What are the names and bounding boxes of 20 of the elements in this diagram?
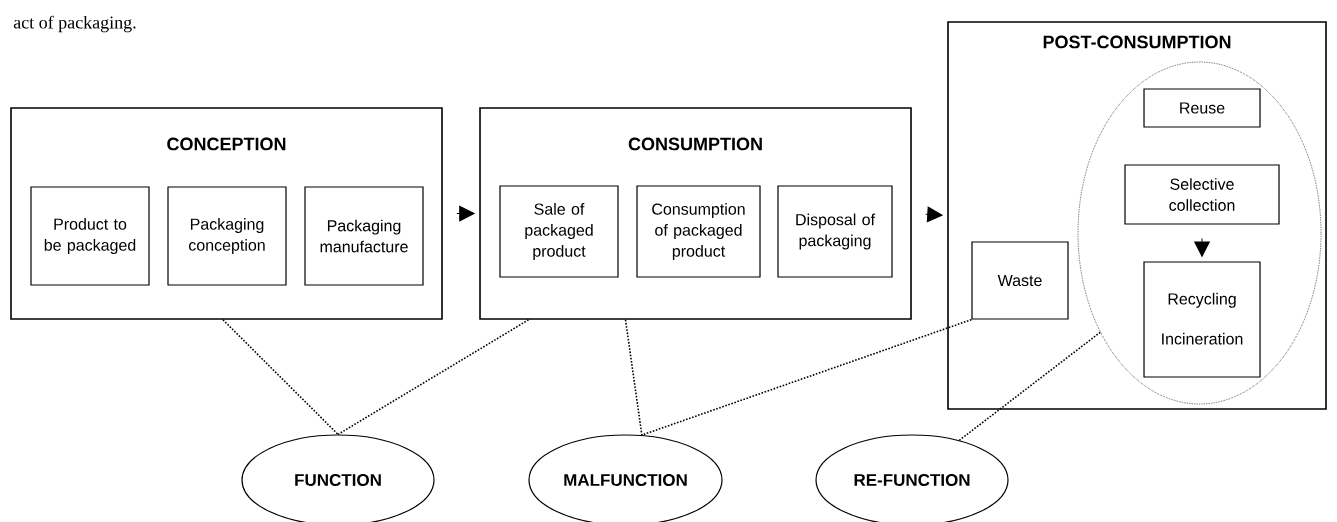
step-box: Consumption of packaged product bbox=[636, 185, 761, 278]
text-fragment: act of packaging. bbox=[13, 15, 136, 33]
step-box: Packaging manufacture bbox=[304, 186, 424, 286]
dotted-line bbox=[337, 319, 530, 436]
step-box: Reuse bbox=[1143, 88, 1261, 128]
step-box: Packaging conception bbox=[167, 186, 287, 286]
step-box: Product to be packaged bbox=[30, 186, 150, 286]
dotted-line bbox=[958, 331, 1102, 442]
arrow bbox=[456, 205, 475, 222]
step-box: Recycling Incineration bbox=[1143, 261, 1261, 378]
dotted-line bbox=[624, 319, 643, 436]
dotted-ellipse bbox=[1077, 61, 1322, 405]
step-box: Disposal of packaging bbox=[777, 185, 893, 278]
dotted-line bbox=[641, 318, 973, 436]
step-box: Sale of packaged product bbox=[499, 185, 619, 278]
step-box: Waste bbox=[971, 241, 1069, 320]
arrow bbox=[925, 206, 943, 223]
step-box: Selective collection bbox=[1124, 164, 1280, 225]
arrow bbox=[1194, 238, 1210, 257]
dotted-line bbox=[222, 319, 339, 436]
